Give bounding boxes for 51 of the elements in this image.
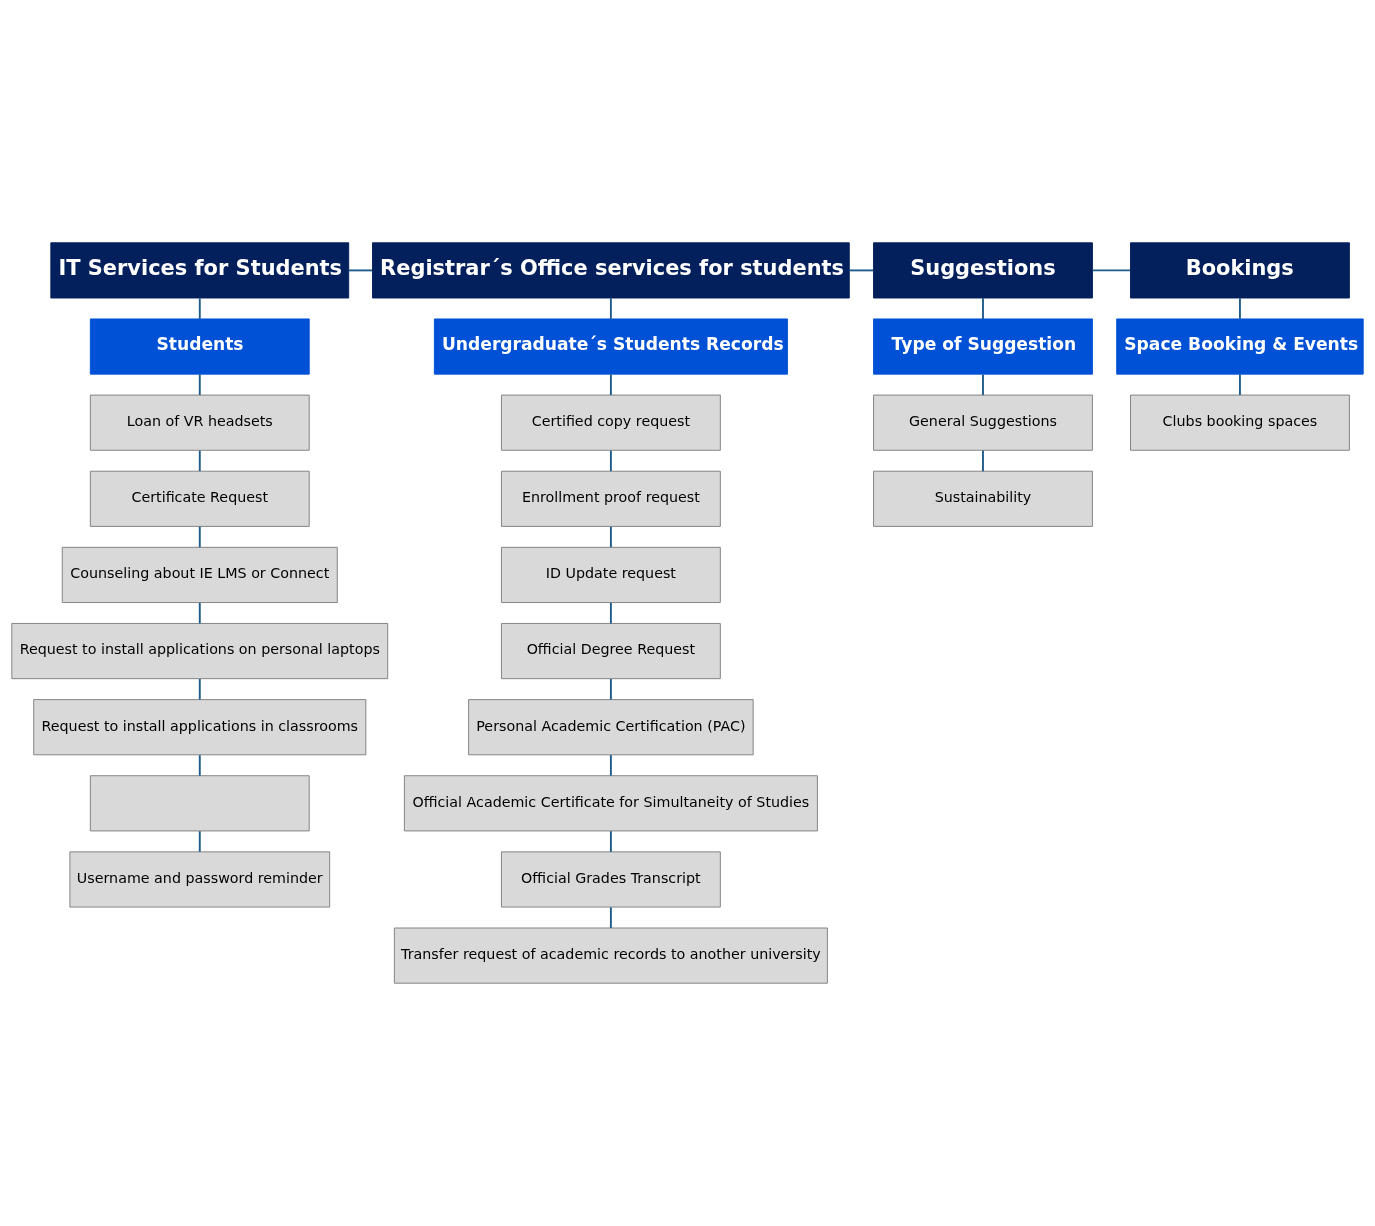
connector <box>198 678 201 701</box>
node-box: Suggestions <box>873 242 1093 299</box>
node-box: Space Booking & Events <box>1116 318 1364 375</box>
node-box: IT Services for Students <box>50 242 350 299</box>
connector <box>848 269 875 272</box>
connector <box>609 373 612 396</box>
node-box: Username and password reminder <box>69 851 331 908</box>
node-box: Students <box>89 318 310 375</box>
connector <box>609 297 612 320</box>
node-box: Type of Suggestion <box>873 318 1093 375</box>
connector <box>1239 373 1241 396</box>
node-box: Counseling about IE LMS or Connect <box>61 546 338 603</box>
node-box: Transfer request of academic records to another university <box>393 927 828 984</box>
connector <box>1239 297 1241 320</box>
node-box: Request to install applications in classrooms <box>33 699 367 756</box>
node-box: Loan of VR headsets <box>89 394 310 451</box>
node-box: Certificate Request <box>89 470 310 527</box>
connector <box>609 830 612 853</box>
connector <box>198 449 201 473</box>
connector <box>982 373 984 396</box>
connector <box>609 601 612 625</box>
node-box: Official Grades Transcript <box>500 851 721 908</box>
connector <box>198 754 201 777</box>
node-box <box>89 775 310 832</box>
connector <box>198 297 201 320</box>
connector <box>609 525 612 549</box>
connector <box>609 678 612 701</box>
node-box: Official Academic Certificate for Simultaneity of Studies <box>403 775 818 832</box>
connector <box>347 269 374 272</box>
node-box: ID Update request <box>500 546 721 603</box>
connector <box>1091 269 1132 272</box>
node-box: Enrollment proof request <box>500 470 721 527</box>
connector <box>198 373 201 396</box>
node-box: Request to install applications on personal laptops <box>11 623 389 680</box>
node-box: Clubs booking spaces <box>1130 394 1350 451</box>
connector <box>609 754 612 777</box>
node-box: General Suggestions <box>873 394 1093 451</box>
node-box: Registrar´s Office services for students <box>372 242 850 299</box>
connector <box>198 525 201 549</box>
connector <box>198 830 201 853</box>
node-box: Personal Academic Certification (PAC) <box>468 699 754 756</box>
node-box: Certified copy request <box>500 394 721 451</box>
connector <box>198 601 201 625</box>
node-box: Undergraduate´s Students Records <box>433 318 788 375</box>
node-box: Sustainability <box>873 470 1093 527</box>
connector <box>609 906 612 929</box>
connector <box>982 449 984 473</box>
connector <box>609 449 612 473</box>
node-box: Bookings <box>1130 242 1350 299</box>
connector <box>982 297 984 320</box>
node-box: Official Degree Request <box>500 623 721 680</box>
